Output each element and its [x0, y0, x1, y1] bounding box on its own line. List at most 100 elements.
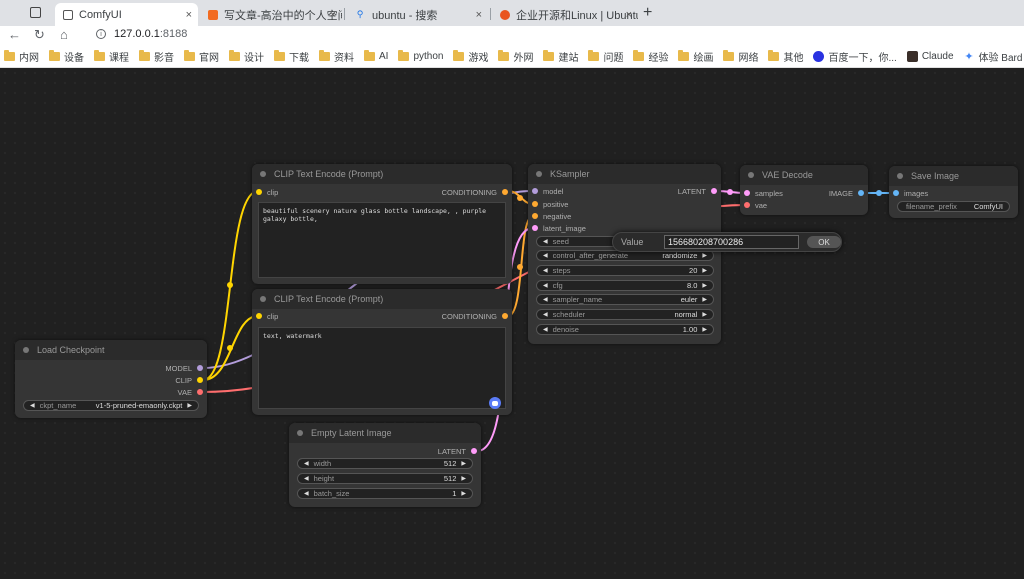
pin-clip[interactable] [256, 189, 262, 195]
input-slot-clip[interactable]: clip [256, 311, 278, 321]
site-info-icon[interactable]: i [96, 29, 106, 39]
node-title-bar[interactable]: Load Checkpoint [15, 340, 207, 360]
back-arrow-icon[interactable]: ← [8, 27, 21, 42]
pin-conditioning[interactable] [502, 189, 508, 195]
node-vae-decode[interactable]: VAE Decode samples vae IMAGE [740, 165, 868, 215]
output-slot-clip[interactable]: CLIP [175, 375, 203, 385]
bookmark-folder[interactable]: 课程 [94, 49, 129, 64]
prompt-text-area[interactable]: text, watermark [258, 327, 506, 409]
pin-negative[interactable] [532, 213, 538, 219]
tab-zhihu[interactable]: 写文章-高治中的个人空间 × [200, 3, 342, 26]
bookmark-folder[interactable]: 资料 [319, 49, 354, 64]
bookmark-folder[interactable]: 建站 [543, 49, 578, 64]
output-slot-conditioning[interactable]: CONDITIONING [442, 187, 508, 197]
node-title-bar[interactable]: Save Image [889, 166, 1018, 186]
node-collapse-dot[interactable] [297, 430, 303, 436]
decrement-arrow-icon[interactable]: ◀ [543, 297, 548, 303]
prompt-text-area[interactable]: beautiful scenery nature glass bottle la… [258, 202, 506, 278]
pin-latent[interactable] [471, 448, 477, 454]
input-slot-negative[interactable]: negative [532, 211, 571, 221]
node-collapse-dot[interactable] [897, 173, 903, 179]
bookmark-bard[interactable]: ✦体验 Bard - Go... [964, 51, 1024, 64]
output-slot-model[interactable]: MODEL [165, 363, 203, 373]
node-collapse-dot[interactable] [260, 296, 266, 302]
pin-image[interactable] [858, 190, 864, 196]
close-tab-icon[interactable]: × [185, 8, 192, 21]
increment-arrow-icon[interactable]: ▶ [702, 253, 707, 259]
output-slot-latent[interactable]: LATENT [438, 446, 477, 456]
value-dialog-input[interactable] [664, 235, 799, 249]
input-slot-latent-image[interactable]: latent_image [532, 223, 586, 233]
pin-positive[interactable] [532, 201, 538, 207]
decrement-arrow-icon[interactable]: ◀ [543, 283, 548, 289]
pin-latent[interactable] [711, 188, 717, 194]
input-slot-samples[interactable]: samples [744, 188, 783, 198]
pin-clip[interactable] [256, 313, 262, 319]
bookmark-folder[interactable]: 内网 [4, 49, 39, 64]
bookmark-folder[interactable]: 下载 [274, 49, 309, 64]
close-tab-icon[interactable]: × [475, 8, 482, 21]
increment-arrow-icon[interactable]: ▶ [461, 491, 466, 497]
pin-vae[interactable] [744, 202, 750, 208]
pin-latent-image[interactable] [532, 225, 538, 231]
bookmark-folder[interactable]: 设计 [229, 49, 264, 64]
node-collapse-dot[interactable] [536, 171, 542, 177]
decrement-arrow-icon[interactable]: ◀ [543, 253, 548, 259]
node-title-bar[interactable]: KSampler [528, 164, 721, 184]
close-tab-icon[interactable]: × [625, 8, 632, 21]
node-title-bar[interactable]: Empty Latent Image [289, 423, 481, 443]
input-slot-images[interactable]: images [893, 188, 928, 198]
address-bar[interactable]: i 127.0.0.1:8188 [96, 28, 187, 40]
bookmark-claude[interactable]: Claude [906, 51, 954, 62]
pin-clip[interactable] [197, 377, 203, 383]
tab-bing[interactable]: ⚲ ubuntu - 搜索 × [346, 3, 488, 26]
node-clip-text-encode-negative[interactable]: CLIP Text Encode (Prompt) clip CONDITION… [252, 289, 512, 415]
input-slot-clip[interactable]: clip [256, 187, 278, 197]
increment-arrow-icon[interactable]: ▶ [702, 297, 707, 303]
tab-comfyui[interactable]: ComfyUI × [55, 3, 198, 26]
decrement-arrow-icon[interactable]: ◀ [543, 268, 548, 274]
decrement-arrow-icon[interactable]: ◀ [543, 327, 548, 333]
node-ksampler[interactable]: KSampler model positive negative latent_… [528, 164, 721, 344]
close-tab-icon[interactable]: × [329, 8, 336, 21]
decrement-arrow-icon[interactable]: ◀ [543, 312, 548, 318]
value-dialog-ok-button[interactable]: OK [807, 236, 841, 248]
bookmark-folder[interactable]: 设备 [49, 49, 84, 64]
bookmark-folder[interactable]: python [398, 50, 443, 62]
increment-arrow-icon[interactable]: ▶ [702, 312, 707, 318]
output-slot-image[interactable]: IMAGE [829, 188, 864, 198]
node-title-bar[interactable]: CLIP Text Encode (Prompt) [252, 164, 512, 184]
home-icon[interactable]: ⌂ [60, 27, 68, 42]
decrement-arrow-icon[interactable]: ◀ [543, 239, 548, 245]
bookmark-folder[interactable]: 其他 [768, 49, 803, 64]
decrement-arrow-icon[interactable]: ◀ [304, 491, 309, 497]
node-collapse-dot[interactable] [23, 347, 29, 353]
reload-icon[interactable]: ↻ [34, 27, 45, 42]
decrement-arrow-icon[interactable]: ◀ [304, 476, 309, 482]
increment-arrow-icon[interactable]: ▶ [187, 403, 192, 409]
bookmark-folder[interactable]: 外网 [498, 49, 533, 64]
pin-vae[interactable] [197, 389, 203, 395]
node-collapse-dot[interactable] [260, 171, 266, 177]
input-slot-vae[interactable]: vae [744, 200, 767, 210]
input-slot-model[interactable]: model [532, 186, 563, 196]
pin-model[interactable] [197, 365, 203, 371]
node-title-bar[interactable]: VAE Decode [740, 165, 868, 185]
bookmark-folder[interactable]: AI [364, 50, 388, 62]
pin-conditioning[interactable] [502, 313, 508, 319]
input-slot-positive[interactable]: positive [532, 199, 568, 209]
pin-samples[interactable] [744, 190, 750, 196]
increment-arrow-icon[interactable]: ▶ [461, 476, 466, 482]
output-slot-latent[interactable]: LATENT [678, 186, 717, 196]
node-load-checkpoint[interactable]: Load Checkpoint MODEL CLIP VAE ◀ckpt_nam… [15, 340, 207, 418]
bookmark-folder[interactable]: 绘画 [678, 49, 713, 64]
